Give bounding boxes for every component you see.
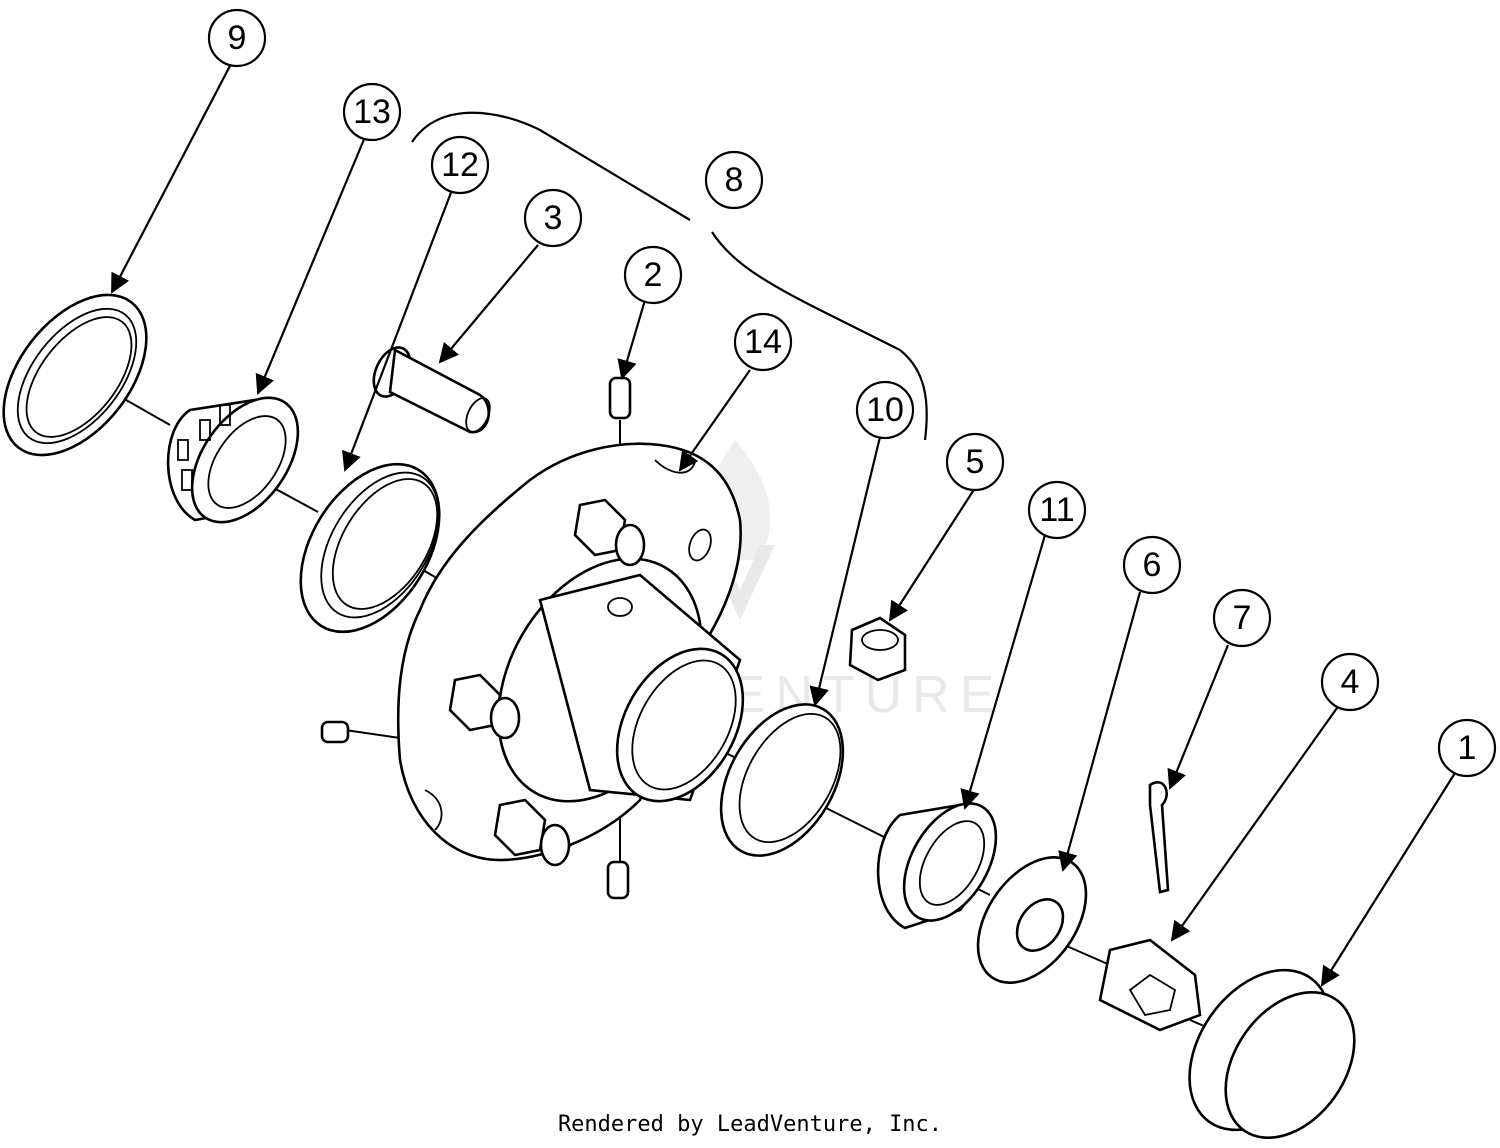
callout-2: 2 [623,245,683,305]
hub-lug-nut-left [448,673,521,740]
part-inner-bearing-cup [299,462,441,634]
callout-label: 1 [1458,729,1477,767]
part-lug-nut [848,616,907,682]
callout-5: 5 [945,432,1005,492]
callout-7: 7 [1212,588,1272,648]
callout-6: 6 [1122,535,1182,595]
part-outer-bearing-cone [876,802,998,930]
callout-label: 3 [544,199,563,237]
hub-lug-nut-lower [493,798,571,867]
callout-8: 8 [704,150,764,210]
callout-label: 4 [1341,663,1360,701]
part-outer-bearing-cup [719,703,845,857]
callout-11: 11 [1027,480,1087,540]
callout-14: 14 [733,312,793,372]
callout-label: 11 [1039,491,1074,529]
footer-credit: Rendered by LeadVenture, Inc. [557,1112,943,1137]
callout-label: 6 [1143,546,1162,584]
callout-label: 10 [866,391,904,429]
callout-label: 13 [353,93,391,131]
leader-lines [111,61,1456,987]
callout-4: 4 [1320,652,1380,712]
callout-12: 12 [430,135,490,195]
callout-label: 14 [744,323,782,361]
callout-1: 1 [1437,718,1497,778]
callout-label: 8 [725,161,744,199]
callout-label: 7 [1233,599,1252,637]
callout-3: 3 [523,188,583,248]
callout-13: 13 [342,82,402,142]
part-castle-nut [1098,938,1202,1032]
part-inner-bearing-cone [166,396,300,524]
hub-lug-nut-upper [573,498,646,567]
callout-label: 5 [966,443,985,481]
part-hub [396,442,745,867]
part-dust-cap [1188,968,1356,1140]
callout-label: 2 [644,256,663,294]
part-cotter-pin [1148,781,1170,894]
callout-label: 9 [228,19,247,57]
callout-9: 9 [207,8,267,68]
assembly-bracket [411,111,928,441]
callout-label: 12 [441,146,479,184]
part-seal [2,293,148,457]
callout-10: 10 [855,380,915,440]
part-wheel-stud [372,346,491,434]
